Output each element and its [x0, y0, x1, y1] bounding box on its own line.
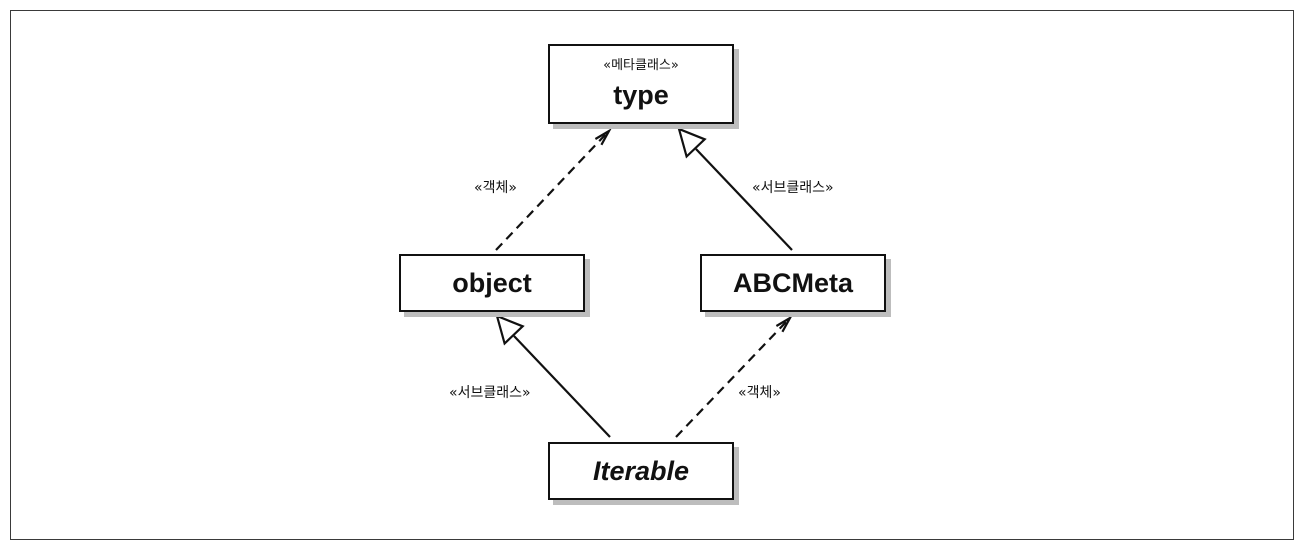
object-name: object — [452, 267, 532, 298]
class-box-abcmeta: ABCMeta — [700, 254, 886, 312]
iterable-name: Iterable — [592, 455, 690, 486]
class-box-object: object — [399, 254, 585, 312]
edge-label-iterable-to-object: «서브클래스» — [449, 385, 531, 401]
type-name: type — [613, 80, 669, 110]
figure-frame — [10, 10, 1294, 540]
abcmeta-name: ABCMeta — [732, 267, 853, 298]
edge-label-object-to-type: «객체» — [474, 180, 517, 196]
edge-label-abcmeta-to-type: «서브클래스» — [752, 180, 834, 196]
edge-iterable-to-object — [495, 314, 611, 438]
edge-object-to-type — [495, 128, 612, 251]
class-box-iterable: Iterable — [548, 442, 734, 500]
type-stereotype: «메타클래스» — [603, 58, 679, 73]
class-box-type: «메타클래스» type — [548, 44, 734, 124]
edge-iterable-to-abcmeta — [675, 315, 793, 438]
edge-abcmeta-to-type — [677, 127, 793, 251]
edge-label-iterable-to-abcmeta: «객체» — [738, 385, 781, 401]
